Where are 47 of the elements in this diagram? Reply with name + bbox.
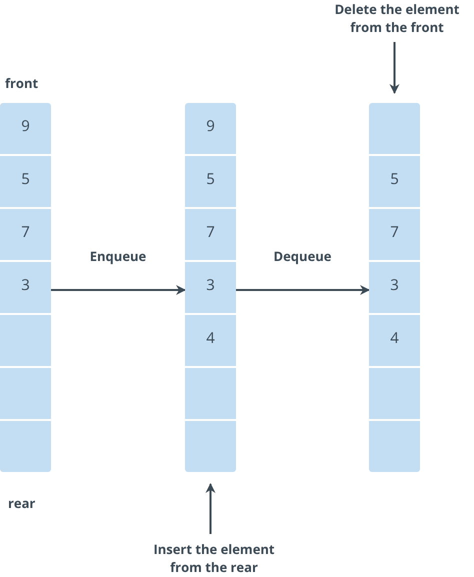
position-label: front	[5, 74, 38, 92]
queue-slot	[0, 421, 51, 472]
queue-slot	[185, 209, 236, 260]
slot-value: 7	[206, 223, 215, 241]
edge-label: Dequeue	[272, 247, 332, 265]
queue-slot	[369, 421, 420, 472]
position-label: rear	[8, 494, 36, 512]
queue-slot	[185, 103, 236, 154]
slot-value: 7	[390, 223, 399, 241]
slot-value: 7	[21, 223, 30, 241]
queue-column	[369, 103, 420, 474]
arrow	[51, 285, 186, 295]
queue-slot	[369, 368, 420, 419]
arrow	[390, 42, 400, 94]
slot-value: 9	[21, 117, 30, 135]
queue-slot	[185, 421, 236, 472]
slot-value: 3	[206, 276, 215, 294]
arrow	[236, 285, 370, 295]
queue-slot	[185, 368, 236, 419]
slot-value: 4	[390, 329, 399, 347]
queue-slot	[369, 156, 420, 207]
queue-column	[0, 103, 51, 474]
queue-slot	[369, 315, 420, 366]
slot-value: 5	[206, 170, 215, 188]
queue-slot	[0, 262, 51, 313]
slot-value: 5	[21, 170, 30, 188]
queue-slot	[185, 156, 236, 207]
slot-value: 5	[390, 170, 399, 188]
edge-label: Enqueue	[88, 247, 148, 265]
slot-value: 3	[390, 276, 399, 294]
instruction-text: Delete the element from the front	[322, 0, 472, 36]
queue-slot	[185, 315, 236, 366]
queue-slot	[369, 209, 420, 260]
queue-slot	[0, 209, 51, 260]
slot-value: 9	[206, 117, 215, 135]
slot-value: 4	[206, 329, 215, 347]
instruction-text: Insert the element from the rear	[138, 540, 290, 576]
queue-slot	[0, 103, 51, 154]
queue-slot	[0, 368, 51, 419]
arrow	[206, 483, 216, 534]
queue-slot	[0, 156, 51, 207]
queue-slot	[369, 262, 420, 313]
slot-value: 3	[21, 276, 30, 294]
queue-slot	[185, 262, 236, 313]
queue-slot	[0, 315, 51, 366]
queue-slot	[369, 103, 420, 154]
queue-column	[185, 103, 236, 474]
